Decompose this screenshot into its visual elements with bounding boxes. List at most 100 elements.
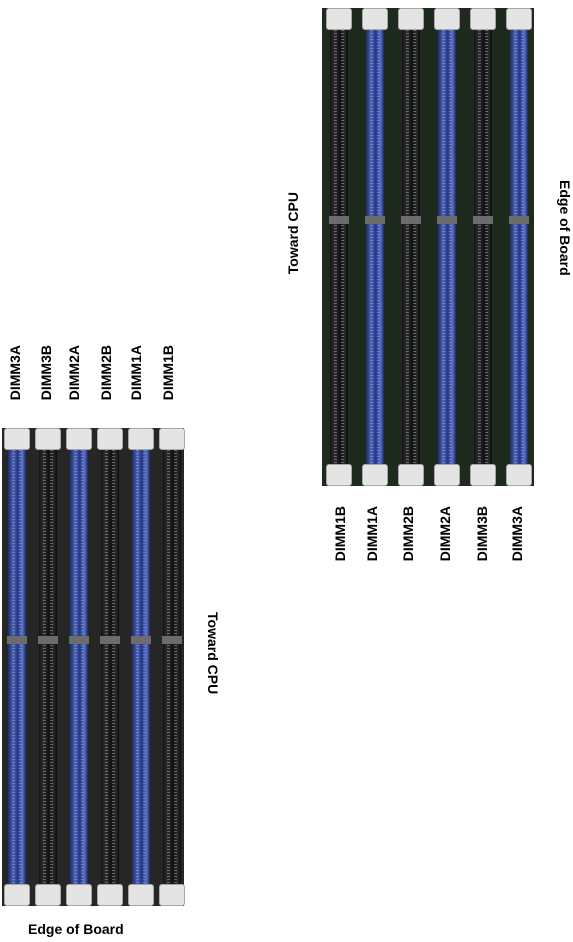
right-slot-label-3: DIMM2A bbox=[437, 506, 453, 562]
right-slot-body-black bbox=[329, 28, 349, 466]
right-slot-body-black bbox=[473, 28, 493, 466]
left-slot-pins bbox=[43, 448, 46, 886]
right-slot-pins bbox=[442, 28, 445, 466]
right-slot-label-2: DIMM2B bbox=[400, 506, 416, 562]
right-dimm-slot-dimm1b bbox=[326, 8, 352, 486]
left-slot-body-blue bbox=[69, 448, 89, 886]
left-slot-pins bbox=[136, 448, 139, 886]
right-slot-bottom-clip bbox=[326, 464, 352, 486]
right-slot-key-notch bbox=[473, 216, 493, 224]
left-slot-pins bbox=[112, 448, 115, 886]
left-slot-pins bbox=[143, 448, 146, 886]
right-slot-label-1: DIMM1A bbox=[364, 506, 380, 562]
left-dimm-slot-dimm1a bbox=[128, 428, 154, 906]
right-slot-pins bbox=[334, 28, 337, 466]
right-slot-label-0: DIMM1B bbox=[332, 506, 348, 562]
left-slot-pins bbox=[81, 448, 84, 886]
left-slot-pins bbox=[167, 448, 170, 886]
right-slot-pins bbox=[478, 28, 481, 466]
right-slot-top-clip bbox=[434, 8, 460, 30]
left-slot-label-1: DIMM3B bbox=[38, 345, 54, 401]
left-slot-key-notch bbox=[7, 636, 27, 644]
right-slot-bottom-clip bbox=[434, 464, 460, 486]
left-slot-body-black bbox=[100, 448, 120, 886]
left-slot-pins bbox=[50, 448, 53, 886]
left-slot-body-blue bbox=[131, 448, 151, 886]
right-dimm-slot-dimm2b bbox=[398, 8, 424, 486]
left-slot-key-notch bbox=[162, 636, 182, 644]
right-dimm-slot-dimm3b bbox=[470, 8, 496, 486]
left-dimm-slot-dimm3a bbox=[4, 428, 30, 906]
left-slot-bottom-clip bbox=[35, 884, 61, 906]
right-edge-of-board-label: Edge of Board bbox=[557, 180, 573, 276]
left-slot-bottom-clip bbox=[159, 884, 185, 906]
left-slot-top-clip bbox=[97, 428, 123, 450]
left-slot-label-4: DIMM1A bbox=[128, 345, 144, 401]
left-slot-pins bbox=[74, 448, 77, 886]
left-edge-of-board-label: Edge of Board bbox=[28, 921, 124, 937]
left-slot-pins bbox=[105, 448, 108, 886]
right-slot-pins bbox=[406, 28, 409, 466]
left-dimm-slot-array bbox=[2, 428, 185, 906]
right-slot-body-blue bbox=[437, 28, 457, 466]
left-slot-key-notch bbox=[38, 636, 58, 644]
right-slot-bottom-clip bbox=[362, 464, 388, 486]
left-slot-top-clip bbox=[66, 428, 92, 450]
right-slot-top-clip bbox=[362, 8, 388, 30]
left-slot-bottom-clip bbox=[66, 884, 92, 906]
left-slot-label-5: DIMM1B bbox=[160, 345, 176, 401]
right-slot-label-5: DIMM3A bbox=[509, 506, 525, 562]
left-dimm-slot-dimm2b bbox=[97, 428, 123, 906]
left-slot-label-2: DIMM2A bbox=[66, 345, 82, 401]
left-dimm-slot-dimm3b bbox=[35, 428, 61, 906]
right-slot-key-notch bbox=[401, 216, 421, 224]
left-slot-top-clip bbox=[35, 428, 61, 450]
left-slot-label-0: DIMM3A bbox=[7, 345, 23, 401]
right-slot-top-clip bbox=[326, 8, 352, 30]
left-slot-top-clip bbox=[128, 428, 154, 450]
right-slot-top-clip bbox=[398, 8, 424, 30]
right-slot-pins bbox=[449, 28, 452, 466]
left-toward-cpu-label: Toward CPU bbox=[205, 612, 221, 695]
left-slot-top-clip bbox=[159, 428, 185, 450]
left-slot-bottom-clip bbox=[97, 884, 123, 906]
right-slot-bottom-clip bbox=[506, 464, 532, 486]
right-dimm-slot-array bbox=[322, 8, 534, 486]
right-slot-pins bbox=[341, 28, 344, 466]
right-dimm-slot-dimm1a bbox=[362, 8, 388, 486]
left-slot-body-black bbox=[162, 448, 182, 886]
right-dimm-slot-dimm3a bbox=[506, 8, 532, 486]
left-slot-body-black bbox=[38, 448, 58, 886]
left-slot-key-notch bbox=[131, 636, 151, 644]
right-slot-pins bbox=[413, 28, 416, 466]
right-dimm-slot-dimm2a bbox=[434, 8, 460, 486]
left-slot-label-3: DIMM2B bbox=[98, 345, 114, 401]
left-slot-pins bbox=[12, 448, 15, 886]
left-slot-bottom-clip bbox=[4, 884, 30, 906]
right-slot-top-clip bbox=[470, 8, 496, 30]
left-slot-top-clip bbox=[4, 428, 30, 450]
right-slot-key-notch bbox=[365, 216, 385, 224]
right-slot-key-notch bbox=[437, 216, 457, 224]
right-slot-pins bbox=[485, 28, 488, 466]
left-slot-key-notch bbox=[69, 636, 89, 644]
right-slot-label-4: DIMM3B bbox=[474, 506, 490, 562]
right-toward-cpu-label: Toward CPU bbox=[285, 192, 301, 275]
right-slot-bottom-clip bbox=[470, 464, 496, 486]
right-slot-pins bbox=[377, 28, 380, 466]
right-slot-pins bbox=[370, 28, 373, 466]
left-dimm-slot-dimm2a bbox=[66, 428, 92, 906]
right-slot-pins bbox=[514, 28, 517, 466]
right-slot-pins bbox=[521, 28, 524, 466]
right-slot-top-clip bbox=[506, 8, 532, 30]
left-slot-pins bbox=[174, 448, 177, 886]
right-slot-body-blue bbox=[365, 28, 385, 466]
left-dimm-slot-dimm1b bbox=[159, 428, 185, 906]
left-slot-key-notch bbox=[100, 636, 120, 644]
right-slot-key-notch bbox=[509, 216, 529, 224]
right-slot-body-black bbox=[401, 28, 421, 466]
left-slot-body-blue bbox=[7, 448, 27, 886]
right-slot-body-blue bbox=[509, 28, 529, 466]
right-slot-bottom-clip bbox=[398, 464, 424, 486]
right-slot-key-notch bbox=[329, 216, 349, 224]
